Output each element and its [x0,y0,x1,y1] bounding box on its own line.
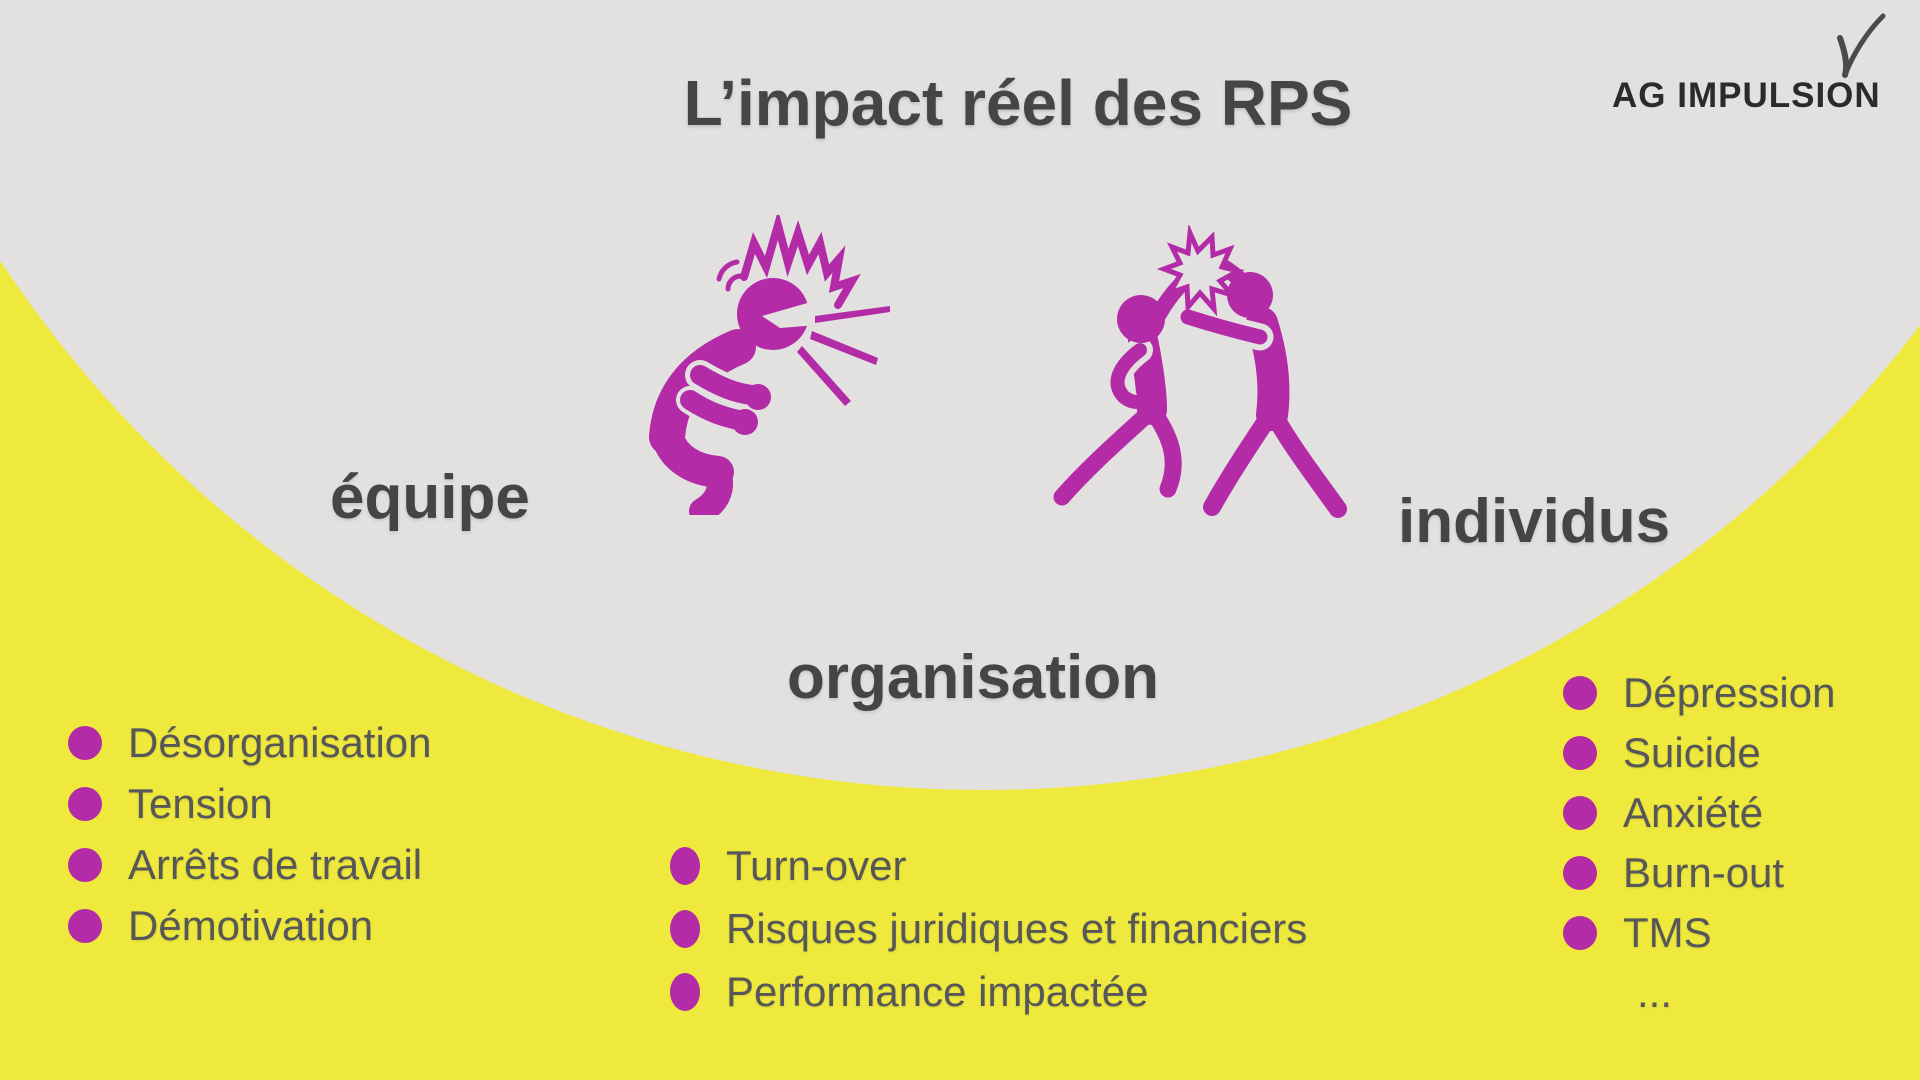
list-item: Performance impactée [670,960,1307,1023]
list-item: Dépression [1563,663,1835,723]
zone-label-equipe: équipe [330,463,530,532]
bullet-icon [670,972,700,1011]
bullet-icon [68,847,102,882]
list-item: Anxiété [1563,783,1835,843]
list-item: Turn-over [670,834,1307,897]
person-yelling-icon [649,215,890,515]
list-item: Risques juridiques et financiers [670,897,1307,960]
list-item: Désorganisation [68,712,432,773]
zone-label-organisation: organisation [787,643,1160,712]
bullet-icon [1563,916,1597,950]
bullet-icon [670,846,700,885]
bullet-icon [68,908,102,943]
list-item-label: Performance impactée [726,967,1149,1015]
bullet-icon [68,725,102,760]
bullet-icon [670,909,700,948]
bullet-icon [1563,676,1597,710]
list-item-label: Dépression [1623,669,1836,716]
page-title: L’impact réel des RPS [683,67,1353,139]
list-item-label: Tension [128,779,273,827]
list-item: TMS [1563,903,1835,963]
bullet-icon [1563,796,1597,830]
list-item-label: Démotivation [128,901,374,949]
bullet-icon [68,786,102,821]
list-item: Tension [68,773,432,834]
bullet-icon [1563,736,1597,770]
bullet-icon [1563,856,1597,890]
brand-name: AG IMPULSION [1612,76,1881,115]
organisation-list: Turn-over Risques juridiques et financie… [670,834,1307,1023]
list-item: Suicide [1563,723,1835,783]
list-item-label: Burn-out [1623,849,1785,896]
list-item-label: Turn-over [726,841,907,889]
list-item: Arrêts de travail [68,834,432,895]
list-item-label: ... [1637,969,1673,1016]
list-item: Burn-out [1563,843,1835,903]
list-item-label: TMS [1623,909,1712,956]
list-item-label: Arrêts de travail [128,840,423,888]
zone-label-individus: individus [1398,487,1671,556]
brand-logo: AG IMPULSION [1612,13,1886,116]
list-item: Démotivation [68,895,432,956]
two-people-fighting-icon [1053,225,1347,518]
checkmark-icon [1837,13,1886,78]
list-item-label: Anxiété [1623,789,1764,836]
list-item-label: Désorganisation [128,718,432,766]
list-item-label: Risques juridiques et financiers [726,904,1308,952]
list-item-ellipsis: ... [1563,963,1835,1023]
list-item-label: Suicide [1623,729,1761,776]
equipe-list: Désorganisation Tension Arrêts de travai… [68,712,432,956]
individus-list: Dépression Suicide Anxiété Burn-out TMS … [1563,663,1835,1023]
